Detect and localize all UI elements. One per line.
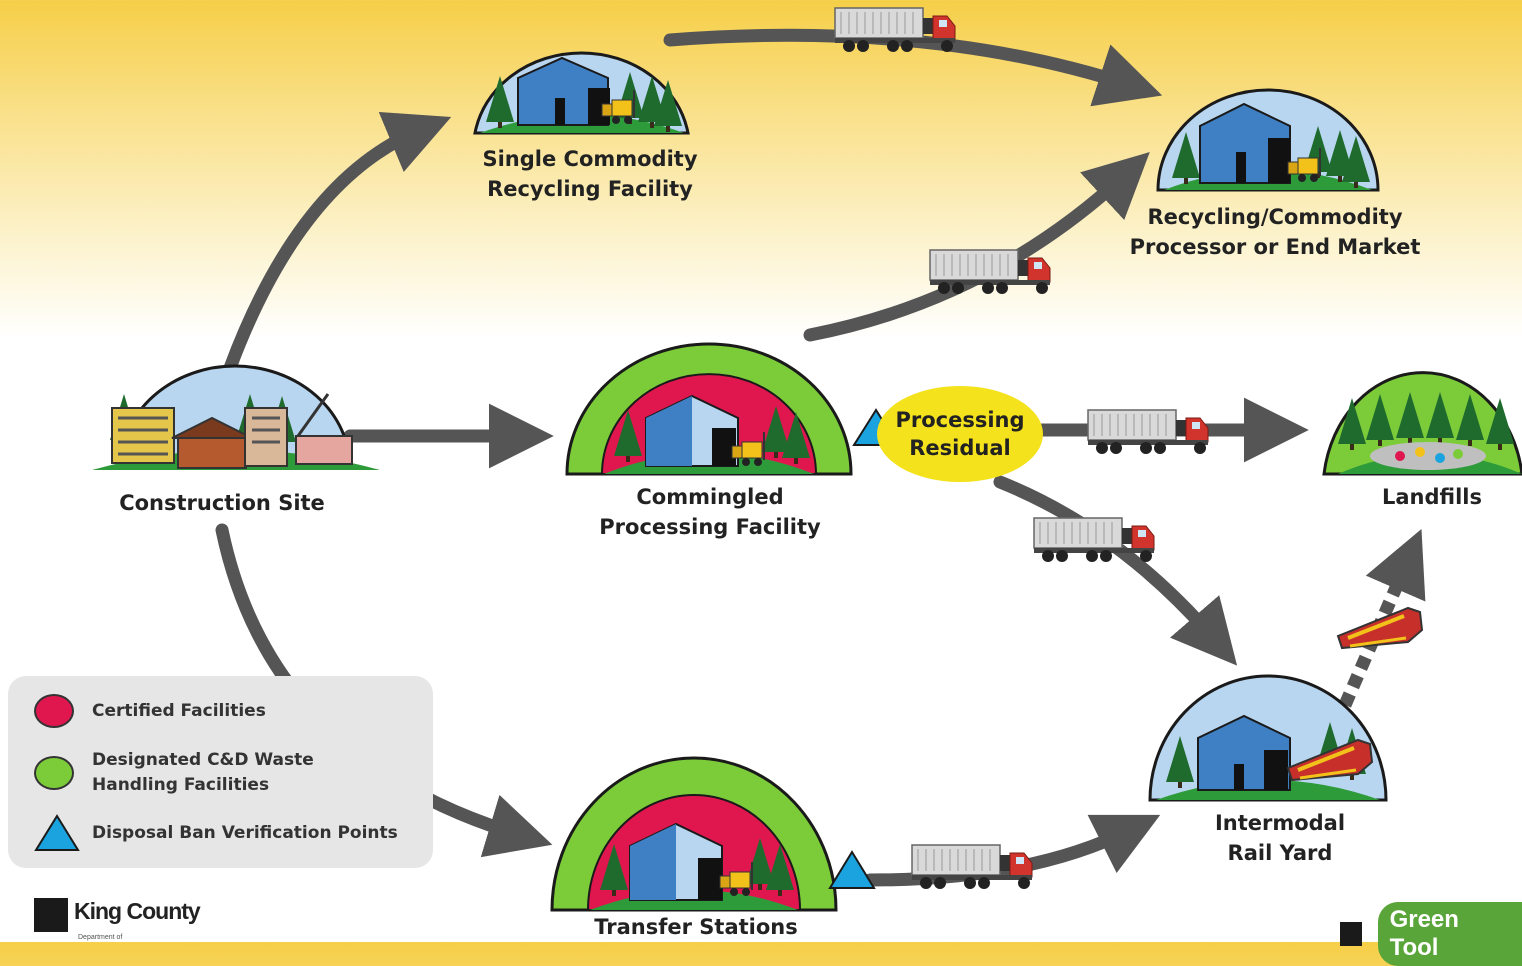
truck-icon <box>1087 409 1209 455</box>
commingled-processing-facility <box>565 342 853 476</box>
processing-residual-label: Processing <box>895 408 1025 432</box>
king-county-badge-icon <box>34 898 68 932</box>
truck-icon <box>929 249 1051 295</box>
processing-residual-node: Processing Residual <box>877 386 1043 482</box>
building-icon <box>1197 714 1291 791</box>
commingled-label: Commingled Processing Facility <box>599 485 821 539</box>
legend: Certified Facilities Designated C&D Wast… <box>8 676 433 868</box>
building-icon <box>629 822 723 901</box>
king-county-badge-icon <box>1340 922 1362 946</box>
king-county-text: King County <box>74 898 201 924</box>
building-icon <box>517 56 610 126</box>
legend-item-designated: Designated C&D Waste Handling Facilities <box>34 748 314 798</box>
green-tools-text: Green Tool <box>1377 902 1522 966</box>
intermodal-rail-yard-facility <box>1148 674 1388 802</box>
king-county-logo: King County <box>34 898 201 932</box>
recycling-processor-facility <box>1156 88 1380 192</box>
train-icon <box>1336 606 1424 650</box>
landfills-facility <box>1322 371 1522 476</box>
building-icon <box>1199 102 1291 184</box>
single-commodity-label: Single Commodity Recycling Facility <box>482 147 698 201</box>
verification-triangle-icon <box>34 814 80 851</box>
legend-item-verification: Disposal Ban Verification Points <box>34 814 398 852</box>
arrow-site-to-single <box>223 112 452 375</box>
single-commodity-facility <box>473 51 690 135</box>
legend-label: Designated C&D Waste Handling Facilities <box>92 750 314 795</box>
construction-site-label: Construction Site <box>119 491 325 515</box>
legend-item-certified: Certified Facilities <box>34 694 266 728</box>
king-county-subtext: Department of <box>78 934 123 941</box>
flow-diagram <box>92 7 1522 912</box>
verification-point-triangle <box>828 850 876 889</box>
green-tools-logo: Green Tool <box>1340 902 1522 966</box>
transfer-stations-label: Transfer Stations <box>594 915 798 939</box>
legend-label: Certified Facilities <box>92 700 266 721</box>
building-icon <box>645 394 739 467</box>
legend-label: Disposal Ban Verification Points <box>92 822 398 843</box>
intermodal-label: Intermodal Rail Yard <box>1214 811 1346 865</box>
landfills-label: Landfills <box>1382 485 1482 509</box>
recycling-processor-label: Recycling/Commodity Processor or End Mar… <box>1129 205 1421 259</box>
certified-facilities-swatch <box>34 694 74 728</box>
processing-residual-label: Residual <box>909 436 1011 460</box>
arrow-railyard-to-landfills <box>1339 528 1426 708</box>
transfer-stations-facility <box>550 756 838 912</box>
designated-facilities-swatch <box>34 756 74 790</box>
construction-site <box>92 364 380 470</box>
truck-icon <box>911 844 1033 890</box>
